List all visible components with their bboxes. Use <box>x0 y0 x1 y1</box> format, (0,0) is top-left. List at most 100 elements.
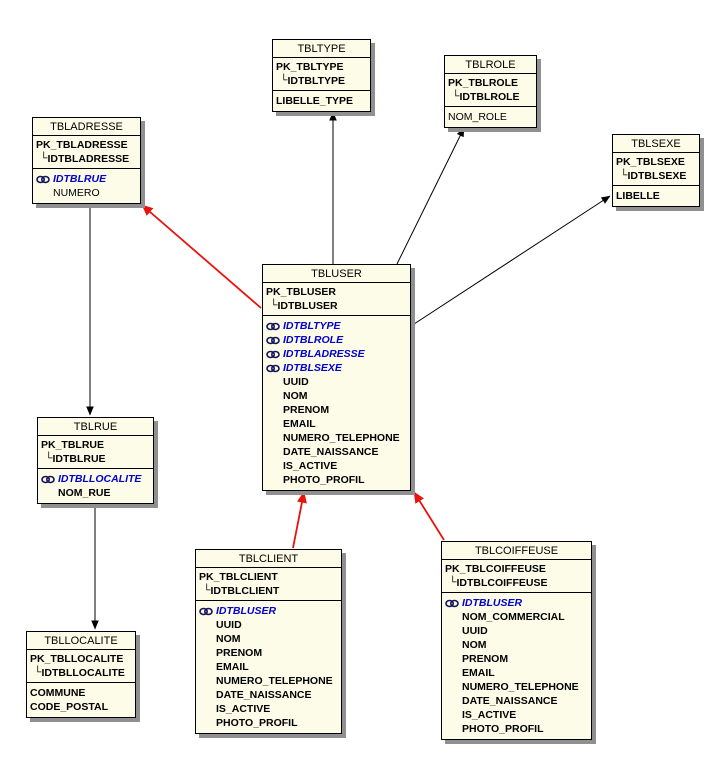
column-icon-cell <box>266 322 283 331</box>
column-name: IDTBLTYPE <box>283 320 341 332</box>
pk-column-name: IDTBLROLE <box>459 91 520 103</box>
column-row: NUMERO_TELEPHONE <box>266 431 407 445</box>
pk-corner-glyph: └ <box>449 576 457 588</box>
pk-corner-glyph: └ <box>40 152 48 164</box>
column-name: PRENOM <box>462 653 509 665</box>
table-title: TBLCOIFFEUSE <box>442 542 591 560</box>
column-row: UUID <box>266 375 407 389</box>
column-name: NUMERO_TELEPHONE <box>462 681 579 693</box>
column-name: NOM <box>462 639 487 651</box>
foreign-key-icon <box>266 364 280 373</box>
pk-column-row: └IDTBLADRESSE <box>36 152 137 166</box>
column-row: NOM_ROLE <box>448 110 533 124</box>
primary-key-section: PK_TBLTYPE└IDTBLTYPE <box>273 58 370 91</box>
column-name: LIBELLE <box>616 190 660 202</box>
primary-key-section: PK_TBLCLIENT└IDTBLCLIENT <box>196 568 341 601</box>
pk-constraint-name: PK_TBLADRESSE <box>36 139 128 151</box>
column-name: DATE_NAISSANCE <box>462 695 558 707</box>
column-name: IDTBLROLE <box>283 334 344 346</box>
table-title: TBLADRESSE <box>33 118 140 136</box>
column-row: IDTBLUSER <box>445 596 588 610</box>
column-name: UUID <box>462 625 488 637</box>
column-row: NOM_COMMERCIAL <box>445 610 588 624</box>
foreign-key-icon <box>445 599 459 608</box>
column-row: DATE_NAISSANCE <box>445 694 588 708</box>
primary-key-section: PK_TBLSEXE└IDTBLSEXE <box>613 153 699 186</box>
pk-column-row: └IDTBLTYPE <box>276 74 367 88</box>
column-icon-cell <box>199 607 216 616</box>
pk-constraint-name: PK_TBLSEXE <box>616 156 685 168</box>
pk-column-name: IDTBLLOCALITE <box>41 667 125 679</box>
columns-section: NOM_ROLE <box>445 107 536 127</box>
column-row: COMMUNE <box>30 686 132 700</box>
pk-column-row: └IDTBLCLIENT <box>199 584 338 598</box>
relationship-tbluser-tbladresse <box>141 204 262 309</box>
column-name: DATE_NAISSANCE <box>216 689 312 701</box>
pk-constraint-name: PK_TBLLOCALITE <box>30 653 124 665</box>
column-row: CODE_POSTAL <box>30 700 132 714</box>
column-row: NUMERO_TELEPHONE <box>199 674 338 688</box>
column-name: NUMERO_TELEPHONE <box>283 432 400 444</box>
columns-section: IDTBLUSER NOM_COMMERCIAL UUID NOM PRENOM EMAI… <box>442 593 591 739</box>
pk-corner-glyph: └ <box>270 299 278 311</box>
column-icon-cell <box>36 175 53 184</box>
pk-constraint-name: PK_TBLCOIFFEUSE <box>445 563 546 575</box>
column-row: IDTBLLOCALITE <box>41 472 150 486</box>
column-name: IDTBLLOCALITE <box>58 473 142 485</box>
pk-corner-glyph: └ <box>45 452 53 464</box>
column-name: UUID <box>283 376 309 388</box>
pk-column-name: IDTBLSEXE <box>627 170 687 182</box>
column-name: EMAIL <box>462 667 495 679</box>
column-row: IS_ACTIVE <box>199 702 338 716</box>
column-row: IDTBLTYPE <box>266 319 407 333</box>
column-name: NOM <box>283 390 308 402</box>
foreign-key-icon <box>266 322 280 331</box>
column-name: IDTBLSEXE <box>283 362 342 374</box>
column-name: IDTBLADRESSE <box>283 348 365 360</box>
column-name: NUMERO_TELEPHONE <box>216 675 333 687</box>
primary-key-section: PK_TBLLOCALITE└IDTBLLOCALITE <box>27 650 135 683</box>
pk-corner-glyph: └ <box>620 169 628 181</box>
column-name: EMAIL <box>283 418 316 430</box>
column-name: IDTBLRUE <box>53 173 107 185</box>
column-name: IS_ACTIVE <box>216 703 271 715</box>
column-row: PRENOM <box>266 403 407 417</box>
column-row: NOM_RUE <box>41 486 150 500</box>
column-name: PRENOM <box>283 404 330 416</box>
pk-column-row: └IDTBLROLE <box>448 90 533 104</box>
column-name: IDTBLUSER <box>462 597 523 609</box>
column-icon-cell <box>266 364 283 373</box>
column-row: EMAIL <box>445 666 588 680</box>
primary-key-section: PK_TBLROLE└IDTBLROLE <box>445 74 536 107</box>
column-row: PHOTO_PROFIL <box>199 716 338 730</box>
table-title: TBLSEXE <box>613 135 699 153</box>
primary-key-section: PK_TBLRUE└IDTBLRUE <box>38 436 153 469</box>
pk-constraint-name: PK_TBLROLE <box>448 77 519 89</box>
column-name: NOM_COMMERCIAL <box>462 611 565 623</box>
column-icon-cell <box>266 350 283 359</box>
primary-key-section: PK_TBLADRESSE└IDTBLADRESSE <box>33 136 140 169</box>
column-name: IS_ACTIVE <box>462 709 517 721</box>
column-name: UUID <box>216 619 242 631</box>
pk-constraint-name: PK_TBLRUE <box>41 439 105 451</box>
column-icon-cell <box>41 475 58 484</box>
table-title: TBLLOCALITE <box>27 632 135 650</box>
foreign-key-icon <box>36 175 50 184</box>
table-title: TBLROLE <box>445 56 536 74</box>
columns-section: IDTBLTYPE IDTBLROLE IDTBLADRESSE IDTBLSEXE U… <box>263 316 410 490</box>
relationship-tbluser-tblrole <box>396 127 465 265</box>
column-name: PHOTO_PROFIL <box>283 474 365 486</box>
column-name: PHOTO_PROFIL <box>462 723 544 735</box>
